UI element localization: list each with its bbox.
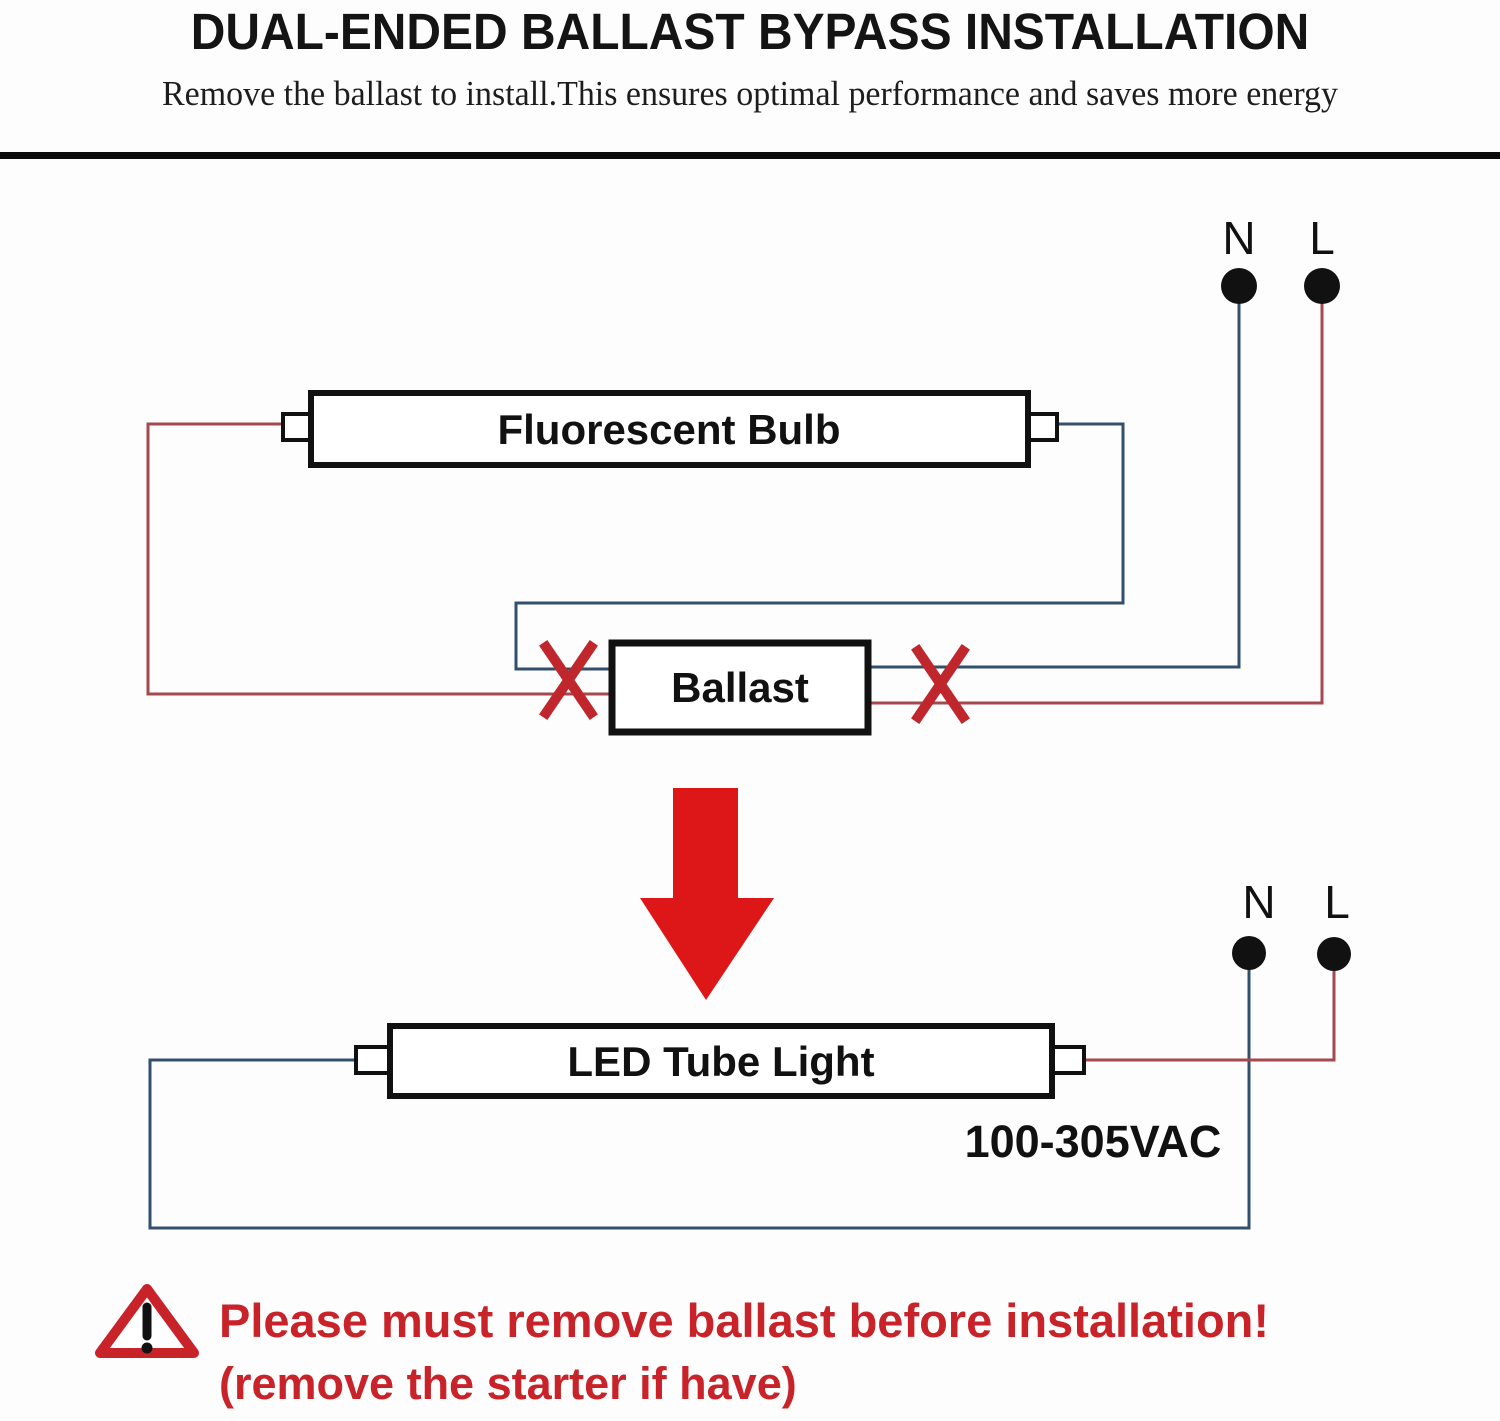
page-title: DUAL-ENDED BALLAST BYPASS INSTALLATION (190, 3, 1310, 60)
ballast-label: Ballast (671, 664, 809, 711)
terminal-dot-live-bottom (1317, 937, 1351, 971)
wire-live-bulb-to-ballast (146, 422, 612, 696)
wire-neutral-bulb-to-ballast (514, 422, 1125, 671)
ballast-cut-right-x-icon (911, 644, 970, 724)
terminal-dot-live-top (1304, 268, 1340, 304)
terminal-dot-neutral-top (1221, 268, 1257, 304)
wire-live-led (1082, 958, 1336, 1062)
wire-live-ballast-to-terminal (866, 292, 1324, 705)
terminal-l-label-bottom: L (1324, 876, 1350, 928)
fluorescent-bulb-label: Fluorescent Bulb (497, 406, 840, 453)
header-divider (0, 152, 1500, 159)
led-right-pin (1048, 1045, 1086, 1075)
wire-neutral-led (148, 957, 1251, 1230)
warning-triangle-icon (95, 1284, 199, 1358)
page-subtitle: Remove the ballast to install.This ensur… (162, 74, 1338, 113)
fluorescent-bulb-box (308, 390, 1031, 468)
terminal-dot-neutral-bottom (1232, 936, 1266, 970)
warning-text-primary: Please must remove ballast before instal… (219, 1294, 1270, 1347)
terminal-n-label-top: N (1222, 212, 1255, 264)
voltage-label: 100-305VAC (965, 1116, 1222, 1167)
ballast-box (608, 639, 872, 736)
led-left-pin (354, 1045, 392, 1075)
warning-text-secondary: (remove the starter if have) (219, 1358, 797, 1409)
led-tube-label: LED Tube Light (567, 1038, 874, 1085)
terminal-l-label-top: L (1309, 212, 1335, 264)
terminal-n-label-bottom: N (1242, 876, 1275, 928)
down-arrow-icon (640, 788, 774, 1000)
wire-neutral-ballast-to-terminal (866, 292, 1241, 669)
ballast-cut-left-x-icon (539, 640, 598, 720)
led-tube-box (387, 1023, 1055, 1099)
